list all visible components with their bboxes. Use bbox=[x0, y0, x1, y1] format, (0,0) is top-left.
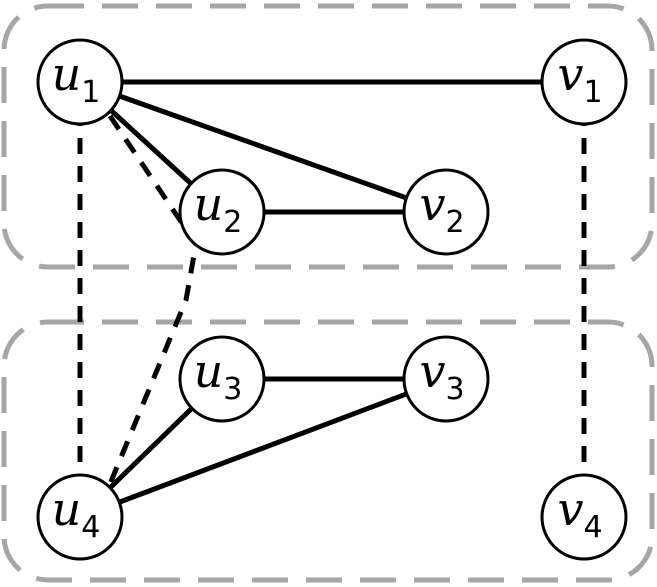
node-u4-circle bbox=[36, 473, 124, 561]
node-v3-circle bbox=[402, 335, 490, 423]
node-u3-label: u3 bbox=[194, 344, 243, 407]
edge-v3-u4-solid bbox=[79, 376, 447, 520]
node-u1-circle bbox=[36, 38, 124, 126]
node-u2-circle bbox=[178, 168, 266, 256]
node-v4: v4 bbox=[540, 473, 628, 561]
node-u3-circle bbox=[178, 335, 266, 423]
node-v1: v1 bbox=[540, 38, 628, 126]
edges-layer bbox=[77, 79, 587, 520]
node-v3-label: v3 bbox=[419, 344, 464, 407]
node-u1-label: u1 bbox=[52, 47, 101, 110]
node-u4: u4 bbox=[36, 473, 124, 561]
top-group-box bbox=[1, 3, 655, 270]
node-u4-label: u4 bbox=[52, 482, 101, 545]
nodes-layer: u1 v1 u2 v2 u3 v3 u4 v4 bbox=[36, 38, 628, 561]
node-v2-circle bbox=[402, 168, 490, 256]
node-v4-circle bbox=[540, 473, 628, 561]
edge-u1-u2-dashed bbox=[107, 114, 199, 485]
edge-u1-v2-solid bbox=[79, 79, 447, 215]
node-u1: u1 bbox=[36, 38, 124, 126]
bottom-group-box bbox=[1, 319, 655, 583]
node-v4-label: v4 bbox=[557, 482, 602, 545]
node-v2: v2 bbox=[402, 168, 490, 256]
node-u2-label: u2 bbox=[194, 177, 243, 240]
node-v3: v3 bbox=[402, 335, 490, 423]
node-v2-label: v2 bbox=[419, 177, 464, 240]
node-u3: u3 bbox=[178, 335, 266, 423]
node-v1-circle bbox=[540, 38, 628, 126]
node-v1-label: v1 bbox=[557, 47, 602, 110]
node-u2: u2 bbox=[178, 168, 266, 256]
